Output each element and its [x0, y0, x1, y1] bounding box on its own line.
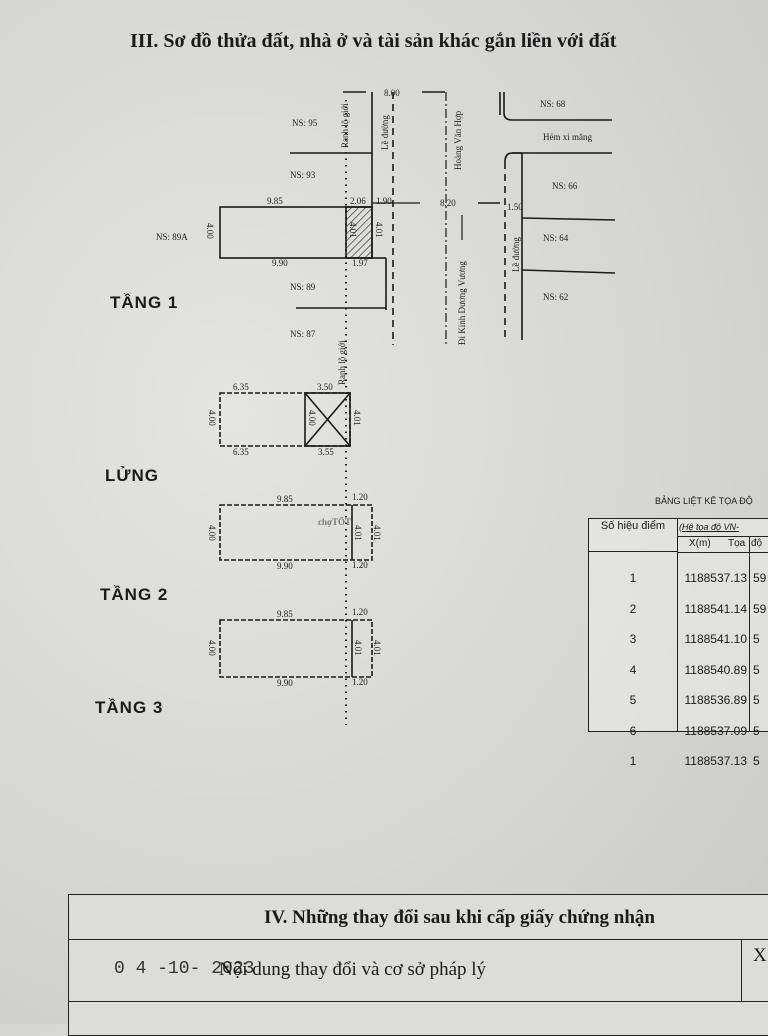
cell-x: 1188540.89 [684, 662, 747, 677]
street-name: Đi Kinh Dương Vương [457, 261, 467, 345]
cell-y: 5 [753, 693, 760, 707]
x-column-header: X [753, 945, 767, 966]
dim: 1.20 [352, 677, 368, 687]
dim: 9.90 [277, 678, 293, 688]
floor-3-label: TẦNG 3 [95, 698, 164, 717]
cell-y: 59 [753, 601, 767, 616]
dim: 4.00 [205, 223, 215, 239]
floor-2-label: TẦNG 2 [100, 585, 169, 604]
cell-x: 1188541.14 [684, 601, 747, 616]
label-hem: Hẻm xi măng [543, 132, 592, 142]
dim: 1.97 [352, 258, 368, 268]
changes-title: IV. Những thay đổi sau khi cấp giấy chứn… [264, 907, 655, 928]
label-ns89: NS: 89 [290, 282, 316, 292]
label-le-duong: Lề đường [511, 237, 521, 272]
cell-y: 5 [753, 723, 760, 738]
content-header: Nội dung thay đổi và cơ sở pháp lý [219, 959, 487, 980]
dim: 4.00 [207, 640, 217, 656]
cell-x: 1188537.13 [684, 754, 747, 768]
label-ns62: NS: 62 [543, 292, 568, 302]
dim: 1.20 [352, 560, 368, 570]
cell-p: 5 [629, 693, 637, 707]
header-system: (Hệ tọa độ VN- [679, 522, 740, 532]
dim: 4.01 [348, 222, 358, 238]
header-x: X(m) [689, 538, 711, 549]
dim: 1.90 [376, 196, 392, 206]
dim: 3.50 [317, 382, 333, 392]
section-title: III. Sơ đồ thửa đất, nhà ở và tài sản kh… [130, 30, 617, 52]
dim: 1.50 [507, 202, 523, 212]
label-ns95: NS: 95 [292, 118, 318, 128]
header-point: Số hiệu điểm [589, 519, 678, 552]
cell-x: 1188536.89 [684, 693, 747, 707]
dim: 4.01 [372, 640, 382, 656]
label-ns66: NS: 66 [552, 181, 578, 191]
dim: 9.90 [277, 561, 293, 571]
hatched-area [345, 206, 373, 259]
label-ns68: NS: 68 [540, 99, 566, 109]
label-ns64: NS: 64 [543, 233, 569, 243]
cell-y: 5 [753, 632, 760, 646]
cell-p: 1 [629, 571, 637, 585]
coord-table: Số hiệu điểm (Hệ tọa độ VN- X(m) Tọa độ … [588, 518, 768, 768]
dim: 3.55 [318, 447, 334, 457]
cell-y: 5 [753, 754, 760, 768]
dim: 4.00 [207, 525, 217, 541]
header-toado: Tọa [728, 538, 746, 549]
dim: 4.01 [374, 222, 384, 238]
dim: 8.20 [440, 198, 456, 208]
cell-p: 6 [629, 723, 637, 738]
label-ranh: Ranh lộ giới [337, 340, 347, 385]
cell-x: 1188537.09 [684, 723, 747, 738]
cell-x: 1188537.13 [684, 571, 747, 585]
cell-p: 3 [629, 632, 637, 646]
label-le-duong: Lề đường [380, 115, 390, 150]
cell-x: 1188541.10 [684, 632, 747, 646]
cell-p: 4 [629, 662, 637, 677]
dim: 6.35 [233, 382, 249, 392]
dim: 4.01 [372, 525, 382, 541]
floor-1-label: TẦNG 1 [110, 293, 179, 312]
label-ranh: Ranh lộ giới [340, 103, 350, 148]
cell-y: 5 [753, 662, 760, 677]
mezzanine-label: LỬNG [105, 466, 159, 485]
dim: 1.20 [352, 492, 368, 502]
cell-p: 1 [629, 754, 637, 768]
dim: 8.00 [384, 88, 400, 98]
watermark: chợTỐT [318, 517, 351, 527]
dim: 9.85 [277, 609, 293, 619]
dim: 6.35 [233, 447, 249, 457]
dim: 9.85 [267, 196, 283, 206]
dim: 9.90 [272, 258, 288, 268]
label-ns93: NS: 93 [290, 170, 316, 180]
header-y: độ [751, 538, 763, 549]
dim: 2.06 [350, 196, 366, 206]
cell-p: 2 [629, 601, 637, 616]
coord-table-title: BẢNG LIỆT KÊ TỌA ĐỘ [655, 496, 753, 506]
dim: 4.00 [207, 410, 217, 426]
dim: 1.20 [352, 607, 368, 617]
label-ns89a: NS: 89A [156, 232, 188, 242]
changes-section: IV. Những thay đổi sau khi cấp giấy chứn… [68, 894, 768, 1036]
dim: 4.00 [307, 410, 317, 426]
dim: 4.01 [353, 525, 363, 541]
cell-y: 59 [753, 571, 767, 585]
dim: 4.01 [352, 410, 362, 426]
street-name: Hoàng Văn Hợp [453, 110, 463, 170]
change-date-stamp: 0 4 -10- 2023 [114, 959, 255, 979]
label-ns87: NS: 87 [290, 329, 316, 339]
dim: 9.85 [277, 494, 293, 504]
dim: 4.01 [353, 640, 363, 656]
